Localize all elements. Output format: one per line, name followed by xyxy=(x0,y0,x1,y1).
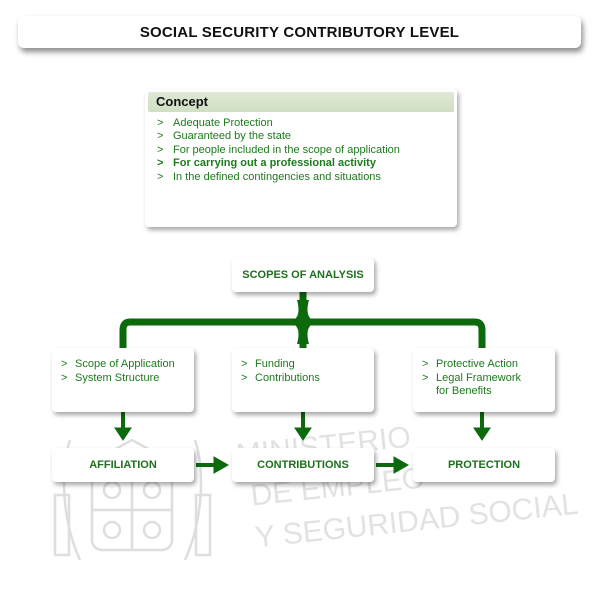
contributions-label: CONTRIBUTIONS xyxy=(257,459,349,471)
concept-item-text: Guaranteed by the state xyxy=(173,130,292,143)
bullet-icon: > xyxy=(157,130,164,143)
scope-item-text: Scope of Application xyxy=(75,358,175,370)
scope-item: > Protective Action xyxy=(422,358,555,372)
arrow-right-contributions-icon xyxy=(393,456,410,474)
bullet-icon: > xyxy=(422,358,429,370)
scope-item-text: Funding xyxy=(255,358,295,370)
scope-item-text: Contributions xyxy=(255,371,320,384)
bullet-icon: > xyxy=(157,117,164,129)
concept-item: > For people included in the scope of app… xyxy=(157,144,457,157)
bullet-icon: > xyxy=(241,371,248,384)
concept-item-text: Adequate Protection xyxy=(173,117,273,129)
scope-item-text: Legal Framework xyxy=(436,371,521,384)
scope-item: > Contributions xyxy=(241,372,374,386)
arrow-down-left-icon xyxy=(114,427,132,441)
bullet-icon: > xyxy=(61,371,68,384)
concept-heading: Concept xyxy=(148,92,454,112)
contributions-box: CONTRIBUTIONS xyxy=(232,448,374,482)
concept-item-text: For carrying out a professional activity xyxy=(173,157,376,170)
bullet-icon: > xyxy=(157,157,164,170)
protection-box: PROTECTION xyxy=(413,448,555,482)
bullet-icon: > xyxy=(157,143,164,156)
scope-item-continuation: for Benefits xyxy=(436,385,492,397)
concept-box: Concept > Adequate Protection > Guaranteed… xyxy=(145,89,457,227)
concept-item: > Guaranteed by the state xyxy=(157,130,457,143)
bullet-icon: > xyxy=(61,358,68,370)
arrow-down-mid-icon xyxy=(294,427,312,441)
bullet-icon: > xyxy=(422,371,429,384)
bullet-icon: > xyxy=(157,170,164,183)
scope-item: > Funding xyxy=(241,358,374,372)
protection-label: PROTECTION xyxy=(447,459,521,471)
concept-item: > In the defined contingencies and situat… xyxy=(157,171,457,184)
concept-item: > For carrying out a professional activit… xyxy=(157,157,457,170)
scopes-of-analysis-box: SCOPES OF ANALYSIS xyxy=(232,258,374,292)
affiliation-label: AFFILIATION xyxy=(89,459,157,471)
scope-box-application: > Scope of Application > System Structure xyxy=(52,348,194,412)
scope-item: > System Structure xyxy=(61,372,194,386)
scope-box-protective-action: > Protective Action > Legal Framework for … xyxy=(413,348,555,412)
scopes-label: SCOPES OF ANALYSIS xyxy=(242,269,364,281)
arrow-down-right-icon xyxy=(473,427,491,441)
scope-box-funding: > Funding > Contributions xyxy=(232,348,374,412)
connector-junction-icon xyxy=(285,300,321,344)
scope-item: > Legal Framework xyxy=(422,372,555,386)
bullet-icon: > xyxy=(241,358,248,370)
concept-item: > Adequate Protection xyxy=(157,117,457,130)
page-title: SOCIAL SECURITY CONTRIBUTORY LEVEL xyxy=(139,23,460,41)
connector-branch-left xyxy=(119,318,300,350)
arrow-right-affiliation-icon xyxy=(213,456,230,474)
affiliation-box: AFFILIATION xyxy=(52,448,194,482)
title-bar: SOCIAL SECURITY CONTRIBUTORY LEVEL xyxy=(18,16,581,48)
scope-item-text: System Structure xyxy=(75,371,160,384)
concept-item-text: In the defined contingencies and situati… xyxy=(173,170,381,183)
scope-item-text: Protective Action xyxy=(436,358,518,370)
connector-branch-right xyxy=(306,318,486,350)
concept-list: > Adequate Protection > Guaranteed by the … xyxy=(145,117,457,184)
scope-item: > Scope of Application xyxy=(61,358,194,372)
concept-item-text: For people included in the scope of appl… xyxy=(173,143,400,156)
